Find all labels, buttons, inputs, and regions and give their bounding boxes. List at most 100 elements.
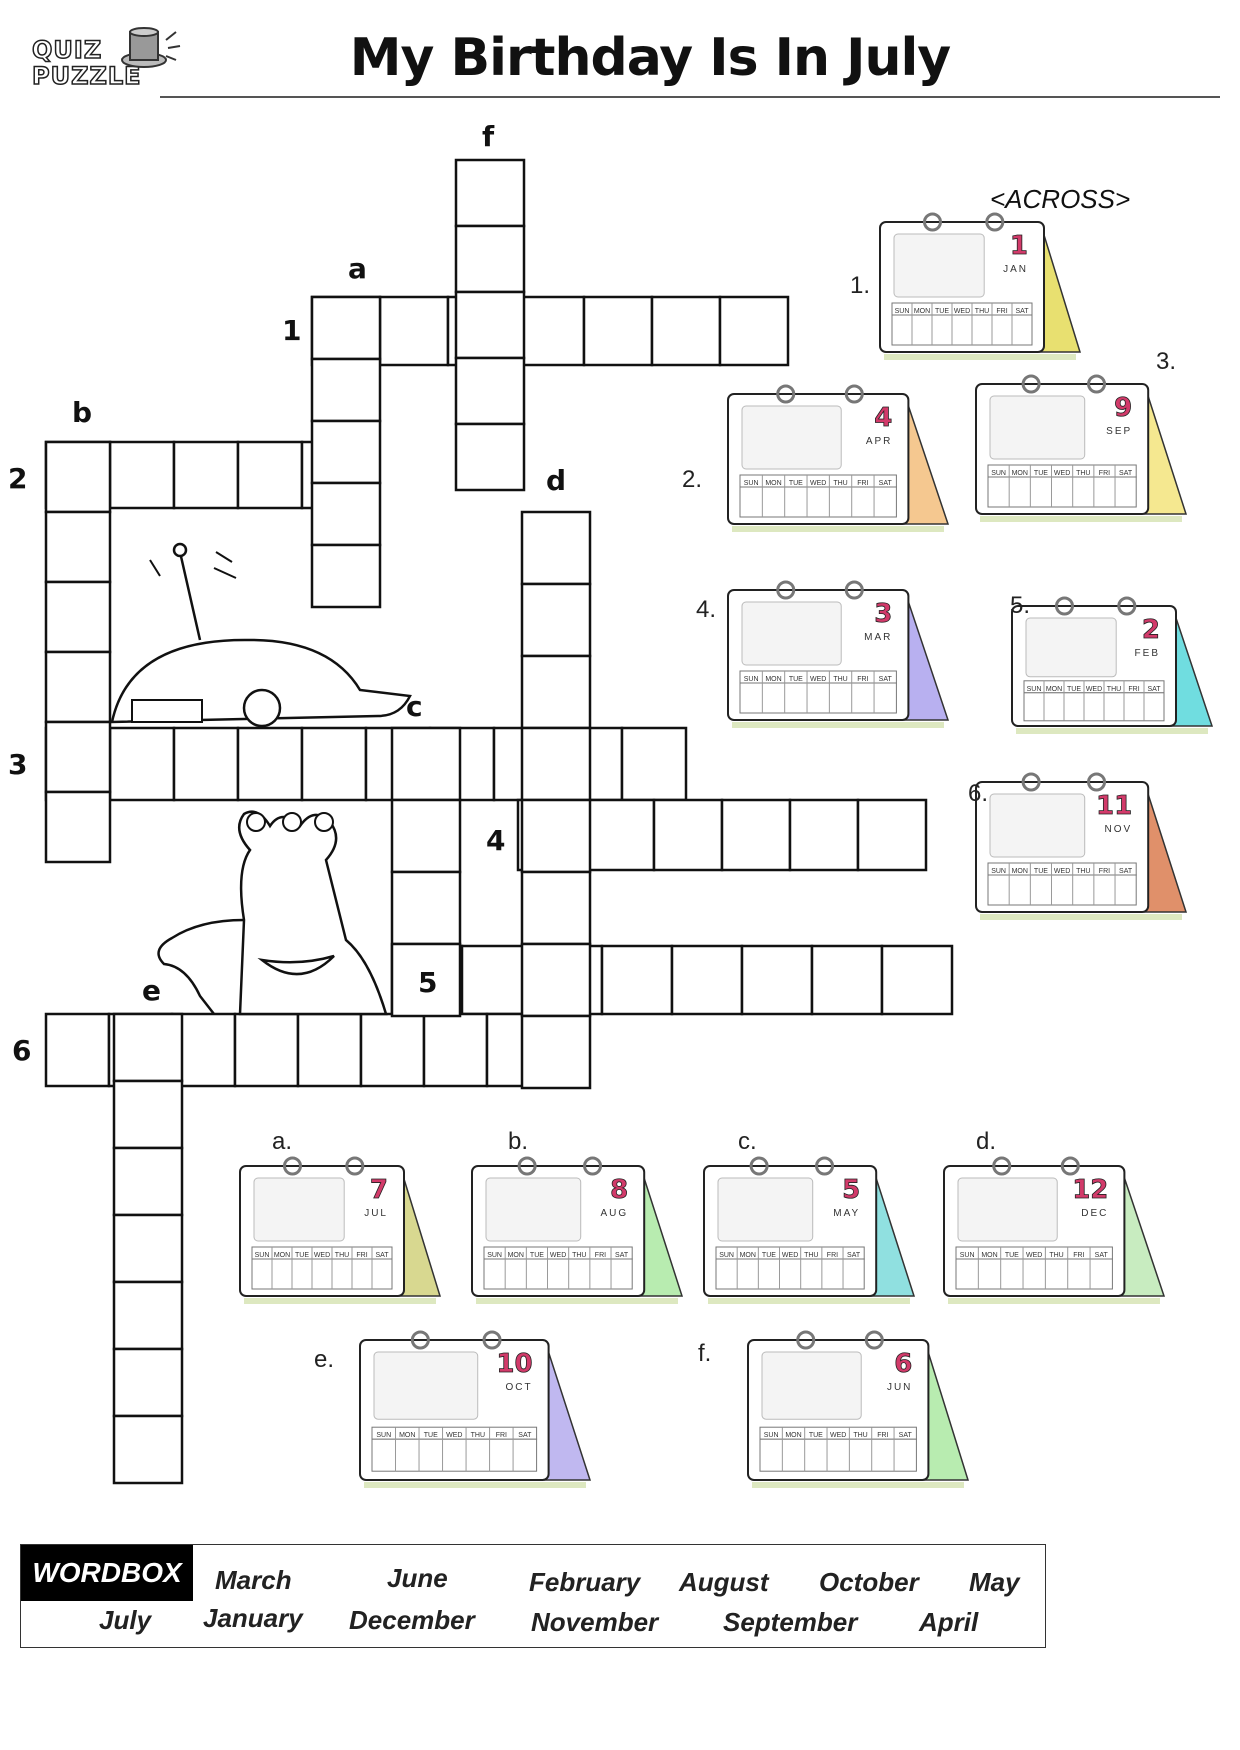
calendar-day-label: WED (810, 480, 826, 487)
binder-ring (815, 1156, 835, 1176)
calendar-day-label: WED (446, 1432, 462, 1439)
calendar-day-label: WED (1054, 470, 1070, 477)
calendar-day-label: SUN (960, 1252, 975, 1259)
calendar-day-label: SUN (376, 1432, 391, 1439)
calendar-stand (1119, 1165, 1166, 1297)
calendar-month-abbr: MAR (864, 632, 892, 643)
grid-label-2: 2 (8, 462, 28, 495)
calendar-day-label: TUE (1067, 686, 1081, 693)
alien-eye (314, 812, 334, 832)
calendar-month-number: 8 (610, 1175, 628, 1205)
down-e-cell (112, 1280, 184, 1351)
calendar-date-grid (715, 1258, 865, 1290)
calendar-month-number: 1 (1010, 231, 1028, 261)
across-clue-1-number: 1. (850, 272, 871, 299)
calendar-day-label: SUN (1027, 686, 1042, 693)
binder-ring (517, 1156, 537, 1176)
down-e-cell (112, 1347, 184, 1418)
calendar-picture (893, 233, 985, 298)
down-e-cell (112, 1012, 184, 1083)
calendar-date-grid (483, 1258, 633, 1290)
grid-label-b: b (72, 396, 93, 429)
wordbox-word: November (531, 1607, 659, 1637)
calendar-picture (741, 601, 842, 666)
calendar-month-abbr: JUN (887, 1382, 912, 1393)
across-clue-4-number: 4. (696, 596, 717, 623)
calendar-day-label: TUE (762, 1252, 776, 1259)
across-5-cell (880, 944, 954, 1016)
wordbox-word: March (215, 1565, 292, 1595)
calendar-day-label: FRI (1099, 470, 1110, 477)
calendar-base (884, 354, 1076, 360)
alien-arm (157, 918, 245, 1015)
calendar-month-number: 6 (894, 1349, 912, 1379)
crossword-grid (44, 158, 954, 1485)
calendar-day-label: THU (471, 1432, 485, 1439)
calendar-day-label: WED (550, 1252, 566, 1259)
across-6-cell (359, 1012, 426, 1088)
across-clue-3-number: 3. (1156, 348, 1177, 375)
calendar-day-label: MON (914, 308, 930, 315)
down-b-cell (44, 510, 112, 584)
across-3-cell (300, 726, 368, 802)
calendar-stand (543, 1339, 592, 1481)
quiz-puzzle-logo: QUIZ PUZZLE (31, 26, 182, 96)
calendar-day-label: WED (810, 676, 826, 683)
calendar-base (980, 516, 1182, 522)
calendar-day-label: FRI (996, 308, 1007, 315)
calendar-month-number: 3 (874, 599, 892, 629)
robot-antenna-tip (172, 542, 188, 558)
down-f-cell (454, 356, 526, 426)
down-clue-d-letter: d. (976, 1128, 997, 1155)
calendar-day-label: WED (830, 1432, 846, 1439)
wordbox-word: May (969, 1567, 1020, 1597)
calendar-base (980, 914, 1182, 920)
down-a-cell (310, 357, 382, 423)
binder-ring (282, 1156, 302, 1176)
across-5-cell (670, 944, 744, 1016)
calendar-month-number: 11 (1096, 791, 1132, 821)
calendar-day-label: SUN (991, 868, 1006, 875)
grid-label-f: f (482, 120, 495, 153)
calendar-day-label: FRI (1128, 686, 1139, 693)
calendar-day-label: THU (804, 1252, 818, 1259)
calendar-day-label: TUE (530, 1252, 544, 1259)
calendar-base (708, 1298, 910, 1304)
calendar-day-label: MON (1046, 686, 1062, 693)
binder-ring (410, 1330, 430, 1350)
binder-ring (1021, 374, 1041, 394)
calendar-stand (399, 1165, 442, 1297)
wordbox-word: October (819, 1567, 919, 1597)
calendar-day-label: THU (833, 676, 847, 683)
binder-ring (1087, 772, 1107, 792)
down-e-cell (112, 1213, 184, 1284)
calendar-day-label: WED (1054, 868, 1070, 875)
calendar-date-grid (987, 874, 1137, 906)
car-wheel (242, 688, 282, 728)
top-hat-icon (121, 27, 181, 68)
calendar-month-number: 4 (874, 403, 892, 433)
calendar-day-label: SAT (615, 1252, 629, 1259)
calendar-stand (871, 1165, 916, 1297)
binder-ring (749, 1156, 769, 1176)
across-1-cell (718, 295, 790, 367)
across-3-cell (172, 726, 240, 802)
wordbox-word: June (387, 1563, 448, 1593)
calendar-day-label: THU (1076, 470, 1090, 477)
across-1-cell (582, 295, 654, 367)
calendar-day-label: SAT (847, 1252, 861, 1259)
across-5-cell (810, 944, 884, 1016)
calendar-day-label: WED (782, 1252, 798, 1259)
down-clue-e-letter: e. (314, 1346, 335, 1373)
calendar-month-abbr: AUG (601, 1208, 629, 1219)
page-title: My Birthday Is In July (349, 28, 951, 88)
grid-label-a: a (348, 252, 367, 285)
calendar-day-label: THU (1107, 686, 1121, 693)
across-6-cell (233, 1012, 300, 1088)
calendar-date-grid (251, 1258, 393, 1290)
calendar-stand (903, 393, 950, 525)
